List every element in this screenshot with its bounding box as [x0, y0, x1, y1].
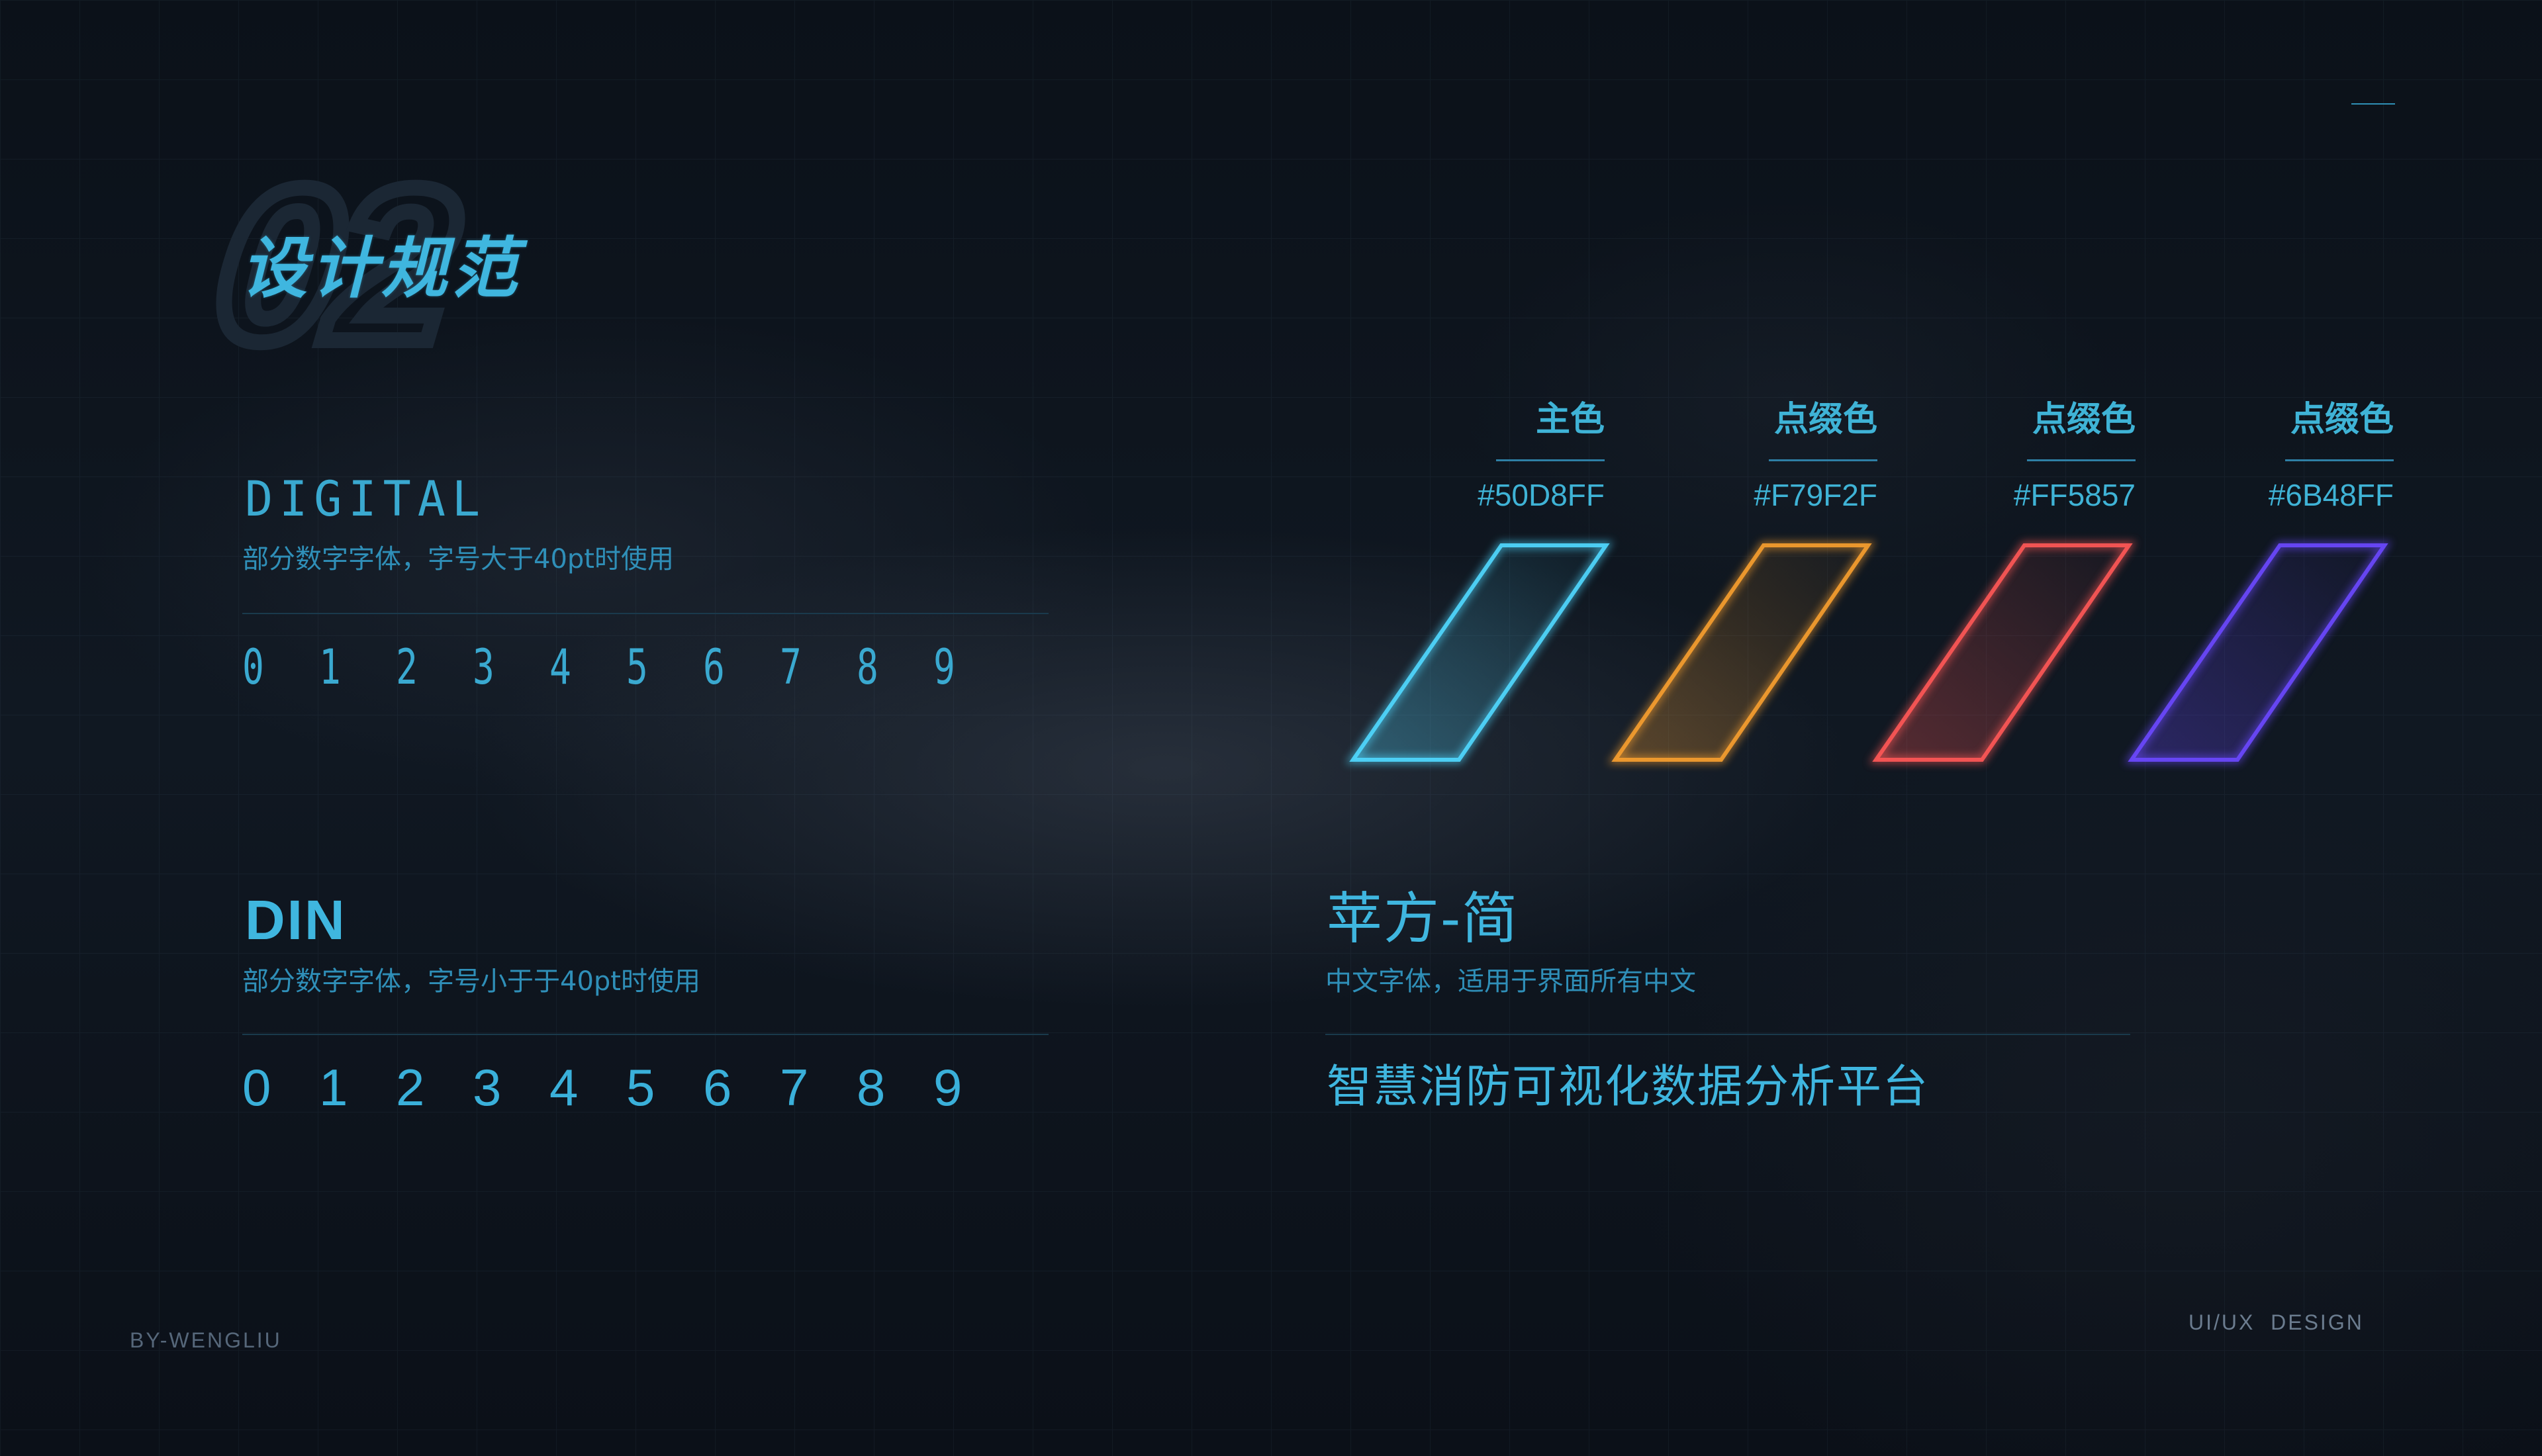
din-digit-4: 4 — [549, 1058, 579, 1116]
digital-digit-8: 8 — [857, 638, 878, 696]
swatch-label-1: 主色 — [1535, 400, 1605, 439]
digital-digit-4: 4 — [549, 638, 571, 696]
digital-digit-3: 3 — [473, 638, 494, 696]
digital-font-name: DIGITAL — [245, 470, 487, 528]
din-digit-7: 7 — [780, 1058, 809, 1116]
swatch-label-2: 点缀色 — [1773, 400, 1877, 439]
swatch-label-4: 点缀色 — [2290, 400, 2394, 439]
cn-font-sample: 智慧消防可视化数据分析平台 — [1327, 1061, 1930, 1113]
top-right-accent-line — [2351, 103, 2395, 105]
color-swatch-3 — [1868, 541, 2137, 764]
din-digit-1: 1 — [319, 1058, 348, 1116]
din-font-name: DIN — [245, 889, 347, 951]
color-swatch-2 — [1607, 541, 1876, 764]
swatch-hex-2: #F79F2F — [1754, 478, 1877, 512]
color-swatch-1 — [1345, 541, 1614, 764]
swatch-underline-2 — [1769, 459, 1877, 461]
din-divider — [242, 1034, 1049, 1035]
din-digit-3: 3 — [473, 1058, 502, 1116]
din-digit-2: 2 — [396, 1058, 425, 1116]
section-title: 设计规范 — [241, 230, 522, 307]
digital-digit-9: 9 — [933, 638, 955, 696]
cn-font-name: 苹方-简 — [1327, 886, 1519, 951]
digital-font-description: 部分数字字体，字号大于40pt时使用 — [242, 544, 674, 574]
digital-digit-0: 0 — [242, 638, 264, 696]
swatch-underline-1 — [1496, 459, 1605, 461]
din-digit-8: 8 — [857, 1058, 886, 1116]
din-digit-9: 9 — [933, 1058, 963, 1116]
digital-digit-2: 2 — [396, 638, 418, 696]
digital-digit-1: 1 — [319, 638, 341, 696]
swatch-hex-3: #FF5857 — [2013, 478, 2136, 512]
digital-divider — [242, 613, 1049, 614]
din-digit-6: 6 — [703, 1058, 732, 1116]
cn-font-description: 中文字体，适用于界面所有中文 — [1325, 966, 1696, 997]
din-font-description: 部分数字字体，字号小于于40pt时使用 — [242, 966, 700, 997]
swatch-hex-1: #50D8FF — [1478, 478, 1605, 512]
digital-digit-7: 7 — [780, 638, 802, 696]
design-tag: UI/UX DESIGN — [2189, 1310, 2364, 1334]
swatch-underline-4 — [2285, 459, 2394, 461]
digital-digit-5: 5 — [626, 638, 648, 696]
color-swatch-4 — [2124, 541, 2392, 764]
swatch-label-3: 点缀色 — [2032, 400, 2136, 439]
cn-divider — [1325, 1034, 2130, 1035]
swatch-hex-4: #6B48FF — [2268, 478, 2394, 512]
digital-digit-6: 6 — [703, 638, 725, 696]
din-digit-0: 0 — [242, 1058, 271, 1116]
author-credit: BY-WENGLIU — [130, 1328, 282, 1352]
din-digit-5: 5 — [626, 1058, 655, 1116]
swatch-underline-3 — [2027, 459, 2136, 461]
